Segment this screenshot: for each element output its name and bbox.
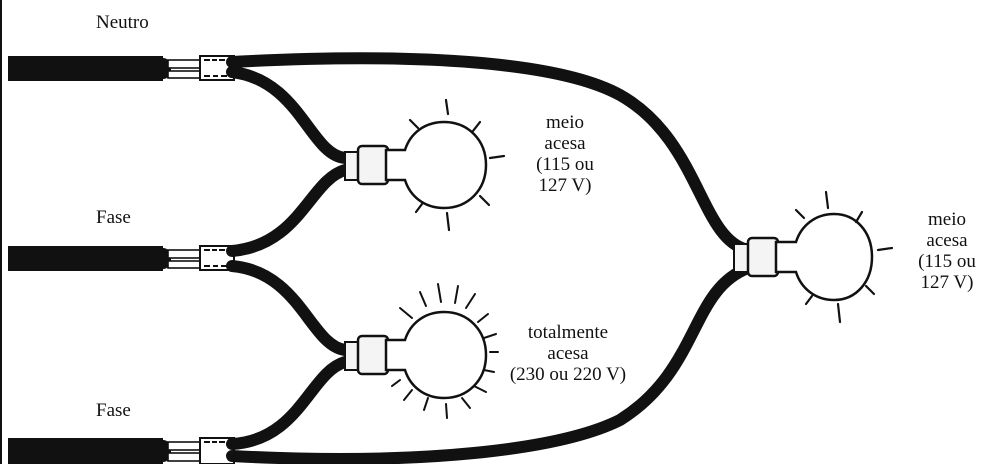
neutral-cable <box>8 55 235 81</box>
lamp-top-glow <box>408 98 506 232</box>
lamp-bottom-glow <box>391 283 499 419</box>
lamp-bottom-caption-line: totalmente <box>527 322 609 343</box>
lamp-bottom-caption-line: (230 ou 220 V) <box>509 364 627 385</box>
wire-phase2-right-lamp <box>226 262 754 465</box>
neutral-label: Neutro <box>96 12 149 33</box>
phase-2-cable <box>8 437 235 465</box>
wire-phase1-bottom-lamp <box>226 260 351 356</box>
lamp-right-caption-line: meio <box>928 209 966 230</box>
lamp-top-caption-line: (115 ou <box>536 154 594 175</box>
lamp-right-caption-line: 127 V) <box>920 272 974 293</box>
lamp-top-caption-line: acesa <box>544 133 586 154</box>
lamp-right-caption: meio acesa (115 ou 127 V) <box>904 209 990 293</box>
wire-neutral-top-lamp <box>226 66 351 164</box>
lamp-right-caption-line: acesa <box>926 230 968 251</box>
lamp-right <box>733 190 894 324</box>
lamp-top <box>344 98 506 232</box>
lamp-bottom <box>344 283 499 419</box>
phase-1-label: Fase <box>96 207 131 228</box>
lamp-bottom-caption: totalmente acesa (230 ou 220 V) <box>498 322 638 385</box>
phase-1-cable <box>8 245 235 271</box>
wires <box>226 52 754 465</box>
lamp-top-caption-line: 127 V) <box>538 175 592 196</box>
wire-phase2-bottom-lamp <box>226 356 351 450</box>
phase-2-label: Fase <box>96 400 131 421</box>
lamp-right-caption-line: (115 ou <box>918 251 976 272</box>
wire-phase1-top-lamp <box>226 164 351 257</box>
lamp-top-caption-line: meio <box>546 112 584 133</box>
lamp-top-caption: meio acesa (115 ou 127 V) <box>520 112 610 196</box>
wire-neutral-right-lamp <box>226 52 754 256</box>
lamp-right-glow <box>794 190 894 324</box>
lamp-bottom-caption-line: acesa <box>547 343 589 364</box>
